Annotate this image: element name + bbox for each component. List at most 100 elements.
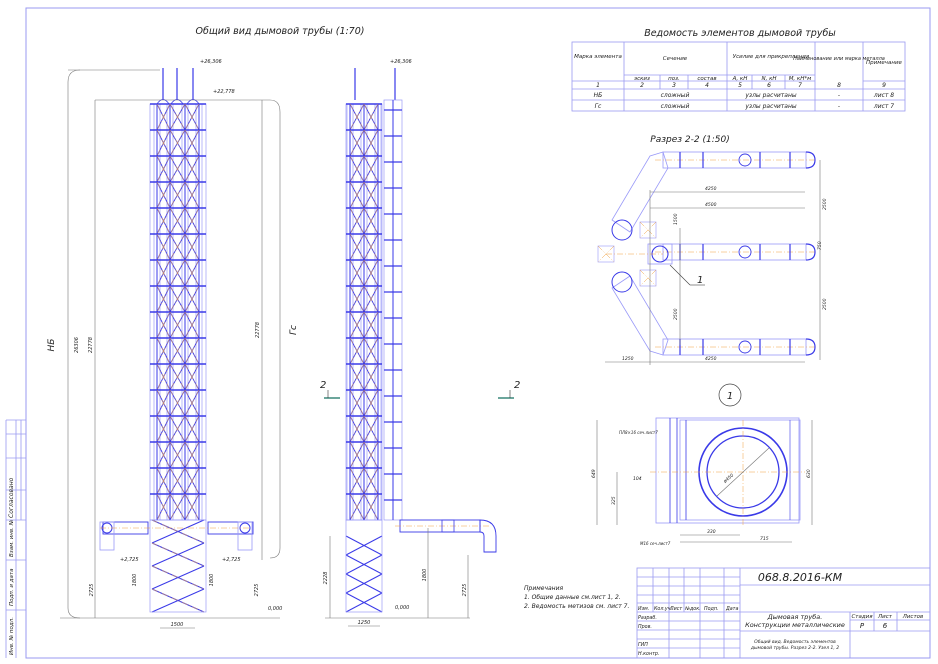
- drawing-line: [345, 554, 383, 575]
- drawing-line: [349, 155, 365, 183]
- sec-dim: 1500: [673, 213, 679, 225]
- elev-zero2: 0,000: [395, 605, 409, 611]
- drawing-line: [345, 535, 383, 556]
- drawing-line: [151, 565, 205, 590]
- stage-value: Р: [860, 622, 865, 630]
- drawing-line: [184, 181, 200, 209]
- dim-h-b3: 1800: [422, 569, 428, 582]
- row-name: -: [838, 92, 840, 99]
- drawing-line: [363, 311, 379, 339]
- role-developer: Разраб.: [638, 615, 657, 621]
- drawing-line: [184, 311, 200, 339]
- drawing-line: [184, 337, 200, 365]
- drawing-line: [156, 415, 171, 443]
- drawing-line: [151, 588, 205, 613]
- drawing-line: [169, 311, 186, 339]
- tower-mark-gs: Гс: [289, 325, 299, 335]
- drawing-line: [169, 259, 186, 287]
- drawing-line: [184, 129, 200, 157]
- drawing-line: [349, 259, 365, 287]
- drawing-line: [169, 285, 186, 313]
- drawing-line: [363, 155, 379, 183]
- drawing-line: [363, 415, 379, 443]
- hdr-a: А, кН: [732, 76, 748, 82]
- dim-h-a: 2725: [89, 584, 95, 597]
- drawing-line: [184, 441, 200, 469]
- col-doc: №док.: [684, 606, 701, 612]
- drawing-line: [363, 493, 379, 521]
- pipe-elbow: [479, 519, 497, 553]
- drawing-line: [151, 542, 205, 567]
- drawing-rect: [639, 221, 657, 239]
- row-section: сложный: [661, 103, 690, 110]
- row-note: лист 8: [873, 92, 894, 99]
- pipe-diagonal: [611, 151, 669, 233]
- drawing-line: [184, 467, 200, 495]
- elev-mid: +22,778: [213, 89, 235, 95]
- hdr-m: М, кН*м: [789, 76, 812, 82]
- drawing-rect: [99, 521, 115, 551]
- tower-mark-nb: НБ: [47, 339, 57, 352]
- drawing-line: [169, 103, 186, 131]
- tower2-dimensions: 2228 1800 2725 1250 0,000 +26,306 2 2: [320, 59, 520, 627]
- section-mark-left: 2: [320, 380, 326, 391]
- drawing-circle: [611, 219, 633, 241]
- det-label: М16 сеч.лист7: [640, 541, 671, 546]
- drawing-line: [156, 337, 171, 365]
- drawing-line: [184, 493, 200, 521]
- sec-dim: 2500: [822, 198, 828, 210]
- drawing-line: [349, 129, 365, 157]
- drawing-line: [363, 129, 379, 157]
- drawing-line: [349, 207, 365, 235]
- schedule-table: Марка элемента Сечение эскиз поз. состав…: [571, 41, 906, 112]
- drawing-line: [151, 588, 205, 613]
- drawing-line: [363, 103, 379, 131]
- drawing-line: [184, 207, 200, 235]
- hdr-force: Усилие для прикрепления: [733, 54, 810, 60]
- hdr-section: Сечение: [663, 56, 688, 62]
- col-sheet: Лист: [669, 606, 682, 612]
- row-mark: Гс: [595, 103, 602, 110]
- drawing-line: [169, 337, 186, 365]
- row-name: -: [838, 103, 840, 110]
- sheet-desc2: дымовой трубы. Разрез 2-2. Узел 1, 2: [750, 645, 839, 651]
- det-dim: 330: [707, 529, 716, 535]
- drawing-line: [151, 519, 205, 544]
- side-stamp: Согласовано Взам. инв. № Подп. и дата Ин…: [5, 419, 26, 658]
- sec-dim: 2500: [822, 298, 828, 310]
- drawing-line: [169, 389, 186, 417]
- det-dim: 715: [760, 536, 769, 542]
- dim-inner2: 22778: [255, 322, 261, 338]
- drawing-line: [345, 573, 383, 594]
- det-dim: 649: [591, 469, 597, 478]
- drawing-line: [169, 155, 186, 183]
- drawing-line: [156, 467, 171, 495]
- drawing-line: [349, 181, 365, 209]
- drawing-line: [349, 441, 365, 469]
- drawing-line: [363, 259, 379, 287]
- drawing-line: [156, 285, 171, 313]
- sheets-header: Листов: [902, 614, 924, 620]
- role-normcontrol: Н.контр.: [638, 651, 659, 657]
- drawing-line: [156, 259, 171, 287]
- drawing-rect: [679, 419, 801, 521]
- drawing-line: [639, 221, 657, 239]
- sheet-header: Лист: [877, 614, 893, 620]
- hdr-composition: состав: [697, 76, 716, 82]
- row-force: узлы расчитаны: [744, 103, 797, 110]
- elev-pipe-left: +2,725: [120, 557, 139, 563]
- role-checked: Пров.: [638, 624, 652, 630]
- drawing-line: [156, 233, 171, 261]
- det-dim: 104: [633, 476, 642, 482]
- object-line1: Дымовая труба.: [767, 613, 823, 621]
- det-label: ПЛ8×16 сеч.лист7: [619, 430, 658, 435]
- hdr-sketch: эскиз: [634, 76, 650, 82]
- row-mark: НБ: [594, 92, 603, 99]
- col-num: 6: [767, 82, 771, 89]
- drawing-line: [169, 129, 186, 157]
- drawing-line: [156, 311, 171, 339]
- drawing-circle: [611, 271, 633, 293]
- sec-dim: 2500: [673, 308, 679, 320]
- drawing-line: [156, 389, 171, 417]
- pipe-end: [805, 151, 816, 169]
